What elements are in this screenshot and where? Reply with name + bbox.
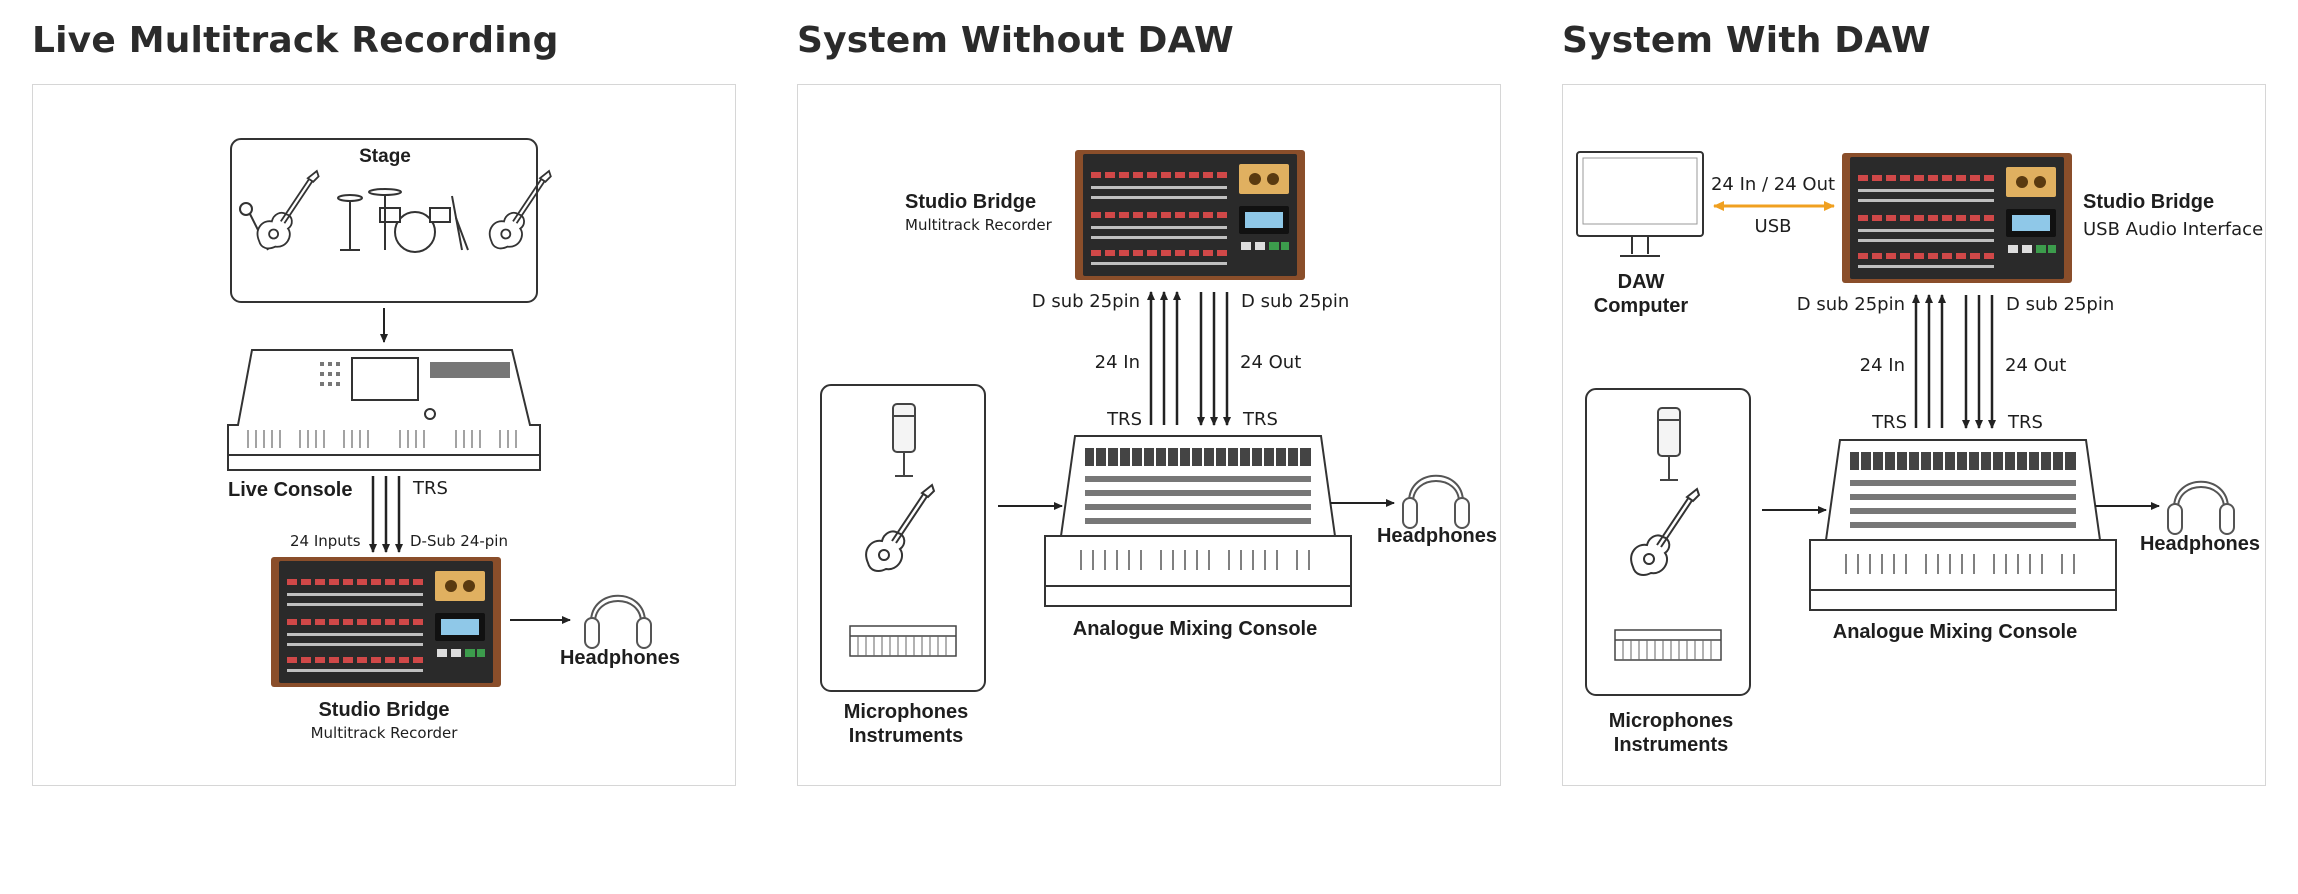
dsub-right-label: D sub 25pin [2006,294,2114,315]
headphones-label: Headphones [2140,533,2260,555]
dsub-label: D-Sub 24-pin [410,532,508,550]
in-label: 24 In [1860,355,1905,376]
dsub-right-label: D sub 25pin [1241,291,1349,312]
analogue-console-icon [1809,439,2117,611]
link-label: 24 In / 24 Out [1711,174,1835,195]
device-label: Studio Bridge [318,699,449,721]
live-console-label: Live Console [228,479,352,501]
sources-label-line1: Microphones [844,701,968,723]
drum-kit-icon [337,188,469,253]
computer-label-line1: DAW [1618,271,1665,293]
sources-label-line1: Microphones [1609,710,1733,732]
dsub-left-label: D sub 25pin [1797,294,1905,315]
inputs-label: 24 Inputs [290,532,361,550]
sources-label-line2: Instruments [1614,734,1728,756]
out-label: 24 Out [2005,355,2066,376]
console-label: Analogue Mixing Console [1833,621,2077,643]
computer-label-line2: Computer [1594,295,1689,317]
daw-computer-icon [1576,151,1704,257]
trs-left-label: TRS [1106,409,1142,430]
device-sub-label: Multitrack Recorder [311,724,459,742]
panel-title-with-daw: System With DAW [1562,20,1931,61]
trs-left-label: TRS [1871,412,1907,433]
headphones-icon [2167,480,2235,535]
trs-right-label: TRS [2007,412,2043,433]
live-console-icon [227,349,541,471]
trs-label: TRS [412,478,448,499]
usb-label: USB [1755,216,1792,237]
trs-right-label: TRS [1242,409,1278,430]
headphones-label: Headphones [560,647,680,669]
device-label: Studio Bridge [2083,191,2214,213]
device-label: Studio Bridge [905,191,1036,213]
console-label: Analogue Mixing Console [1073,618,1317,640]
headphones-label: Headphones [1377,525,1497,547]
panel-title-without-daw: System Without DAW [797,20,1234,61]
studio-bridge-interface-image [1842,153,2072,283]
device-sub-label: USB Audio Interface [2083,219,2263,240]
out-label: 24 Out [1240,352,1301,373]
dsub-left-label: D sub 25pin [1032,291,1140,312]
device-sub-label: Multitrack Recorder [905,216,1053,234]
stage-label: Stage [359,146,411,167]
keyboard-icon [1614,629,1722,661]
sources-label-line2: Instruments [849,725,963,747]
panel-title-live: Live Multitrack Recording [32,20,559,61]
in-label: 24 In [1095,352,1140,373]
